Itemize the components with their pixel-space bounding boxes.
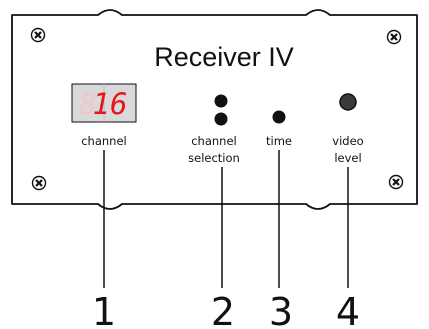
time-label: time	[266, 134, 292, 148]
video-level-label-line2: level	[334, 151, 361, 165]
channel-up-button[interactable]	[214, 94, 228, 108]
channel-selection-label-line2: selection	[188, 151, 240, 165]
callout-2: 2	[211, 290, 235, 329]
callout-4: 4	[336, 290, 360, 329]
time-button[interactable]	[272, 110, 286, 124]
screw-icon	[388, 174, 404, 190]
screw-icon	[31, 175, 47, 191]
front-panel	[11, 9, 418, 210]
screw-icon	[386, 29, 402, 45]
display-value: 16	[93, 87, 128, 121]
callout-1: 1	[92, 290, 116, 329]
panel-title: Receiver IV	[154, 42, 294, 72]
video-level-led	[339, 93, 357, 111]
display-ghost-digit: 8	[79, 87, 96, 121]
callout-3: 3	[269, 290, 293, 329]
channel-display: 8 16	[71, 83, 137, 123]
screw-icon	[30, 27, 46, 43]
channel-label: channel	[81, 134, 127, 148]
video-level-label-line1: video	[332, 134, 363, 148]
channel-selection-label-line1: channel	[191, 134, 237, 148]
channel-down-button[interactable]	[214, 112, 228, 126]
